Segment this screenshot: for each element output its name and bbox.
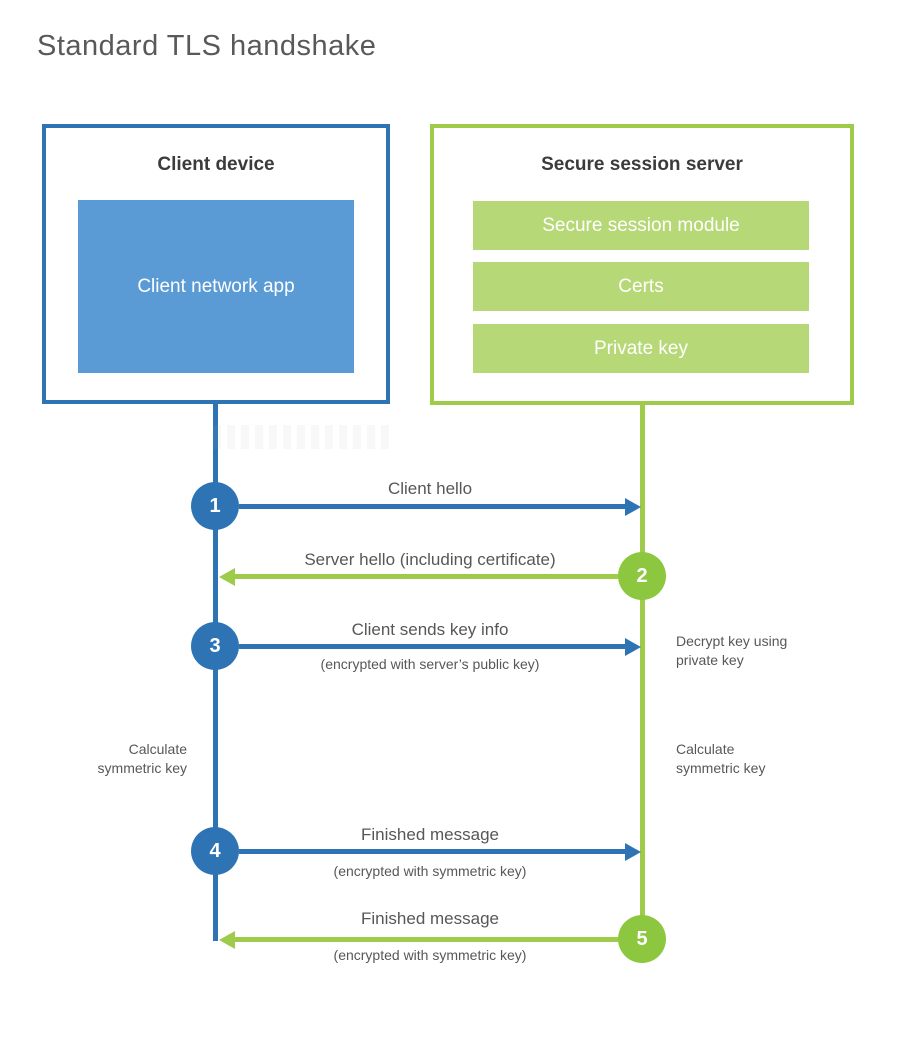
decrypt-key-note: Decrypt key using private key xyxy=(676,633,788,668)
step-5-sublabel: (encrypted with symmetric key) xyxy=(333,947,527,963)
step-4-label: Finished message xyxy=(361,825,499,844)
step-4-arrow-right xyxy=(239,842,641,861)
step-1-badge: 1 xyxy=(191,482,239,530)
client-lifeline xyxy=(213,404,218,941)
client-device-box: Client device Client network app xyxy=(42,124,390,404)
page-title: Standard TLS handshake xyxy=(37,30,377,62)
calculate-key-note-server: Calculate symmetric key xyxy=(676,741,766,776)
server-lifeline xyxy=(640,405,645,939)
step-3-arrow-right xyxy=(239,637,641,656)
client-app-label: Client network app xyxy=(137,275,295,297)
arrow-head-right-icon xyxy=(625,497,641,516)
step-3-badge: 3 xyxy=(191,622,239,670)
server-box: Secure session server Secure session mod… xyxy=(430,124,854,405)
step-1-arrow-right xyxy=(239,497,641,516)
step-5-badge: 5 xyxy=(618,915,666,963)
step-5-arrow-left xyxy=(219,930,618,949)
client-network-app-box: Client network app xyxy=(78,200,354,373)
step-3-sublabel: (encrypted with server’s public key) xyxy=(320,656,540,672)
step-2-label: Server hello (including certificate) xyxy=(304,550,556,569)
step-5-label: Finished message xyxy=(361,909,499,928)
arrow-head-right-icon xyxy=(625,637,641,656)
step-1-label: Client hello xyxy=(387,479,473,498)
step-3-label: Client sends key info xyxy=(351,620,509,639)
server-certs-bar: Certs xyxy=(473,262,809,311)
calculate-key-note-client: Calculate symmetric key xyxy=(97,741,187,776)
arrow-head-left-icon xyxy=(219,930,235,949)
server-private-key-bar: Private key xyxy=(473,324,809,373)
step-2-arrow-left xyxy=(219,567,618,586)
server-box-title: Secure session server xyxy=(541,154,743,175)
arrow-head-right-icon xyxy=(625,842,641,861)
faint-watermark xyxy=(213,425,391,449)
step-2-badge: 2 xyxy=(618,552,666,600)
server-secure-session-module-bar: Secure session module xyxy=(473,201,809,250)
step-4-sublabel: (encrypted with symmetric key) xyxy=(333,863,527,879)
arrow-head-left-icon xyxy=(219,567,235,586)
client-box-title: Client device xyxy=(157,154,275,175)
step-4-badge: 4 xyxy=(191,827,239,875)
